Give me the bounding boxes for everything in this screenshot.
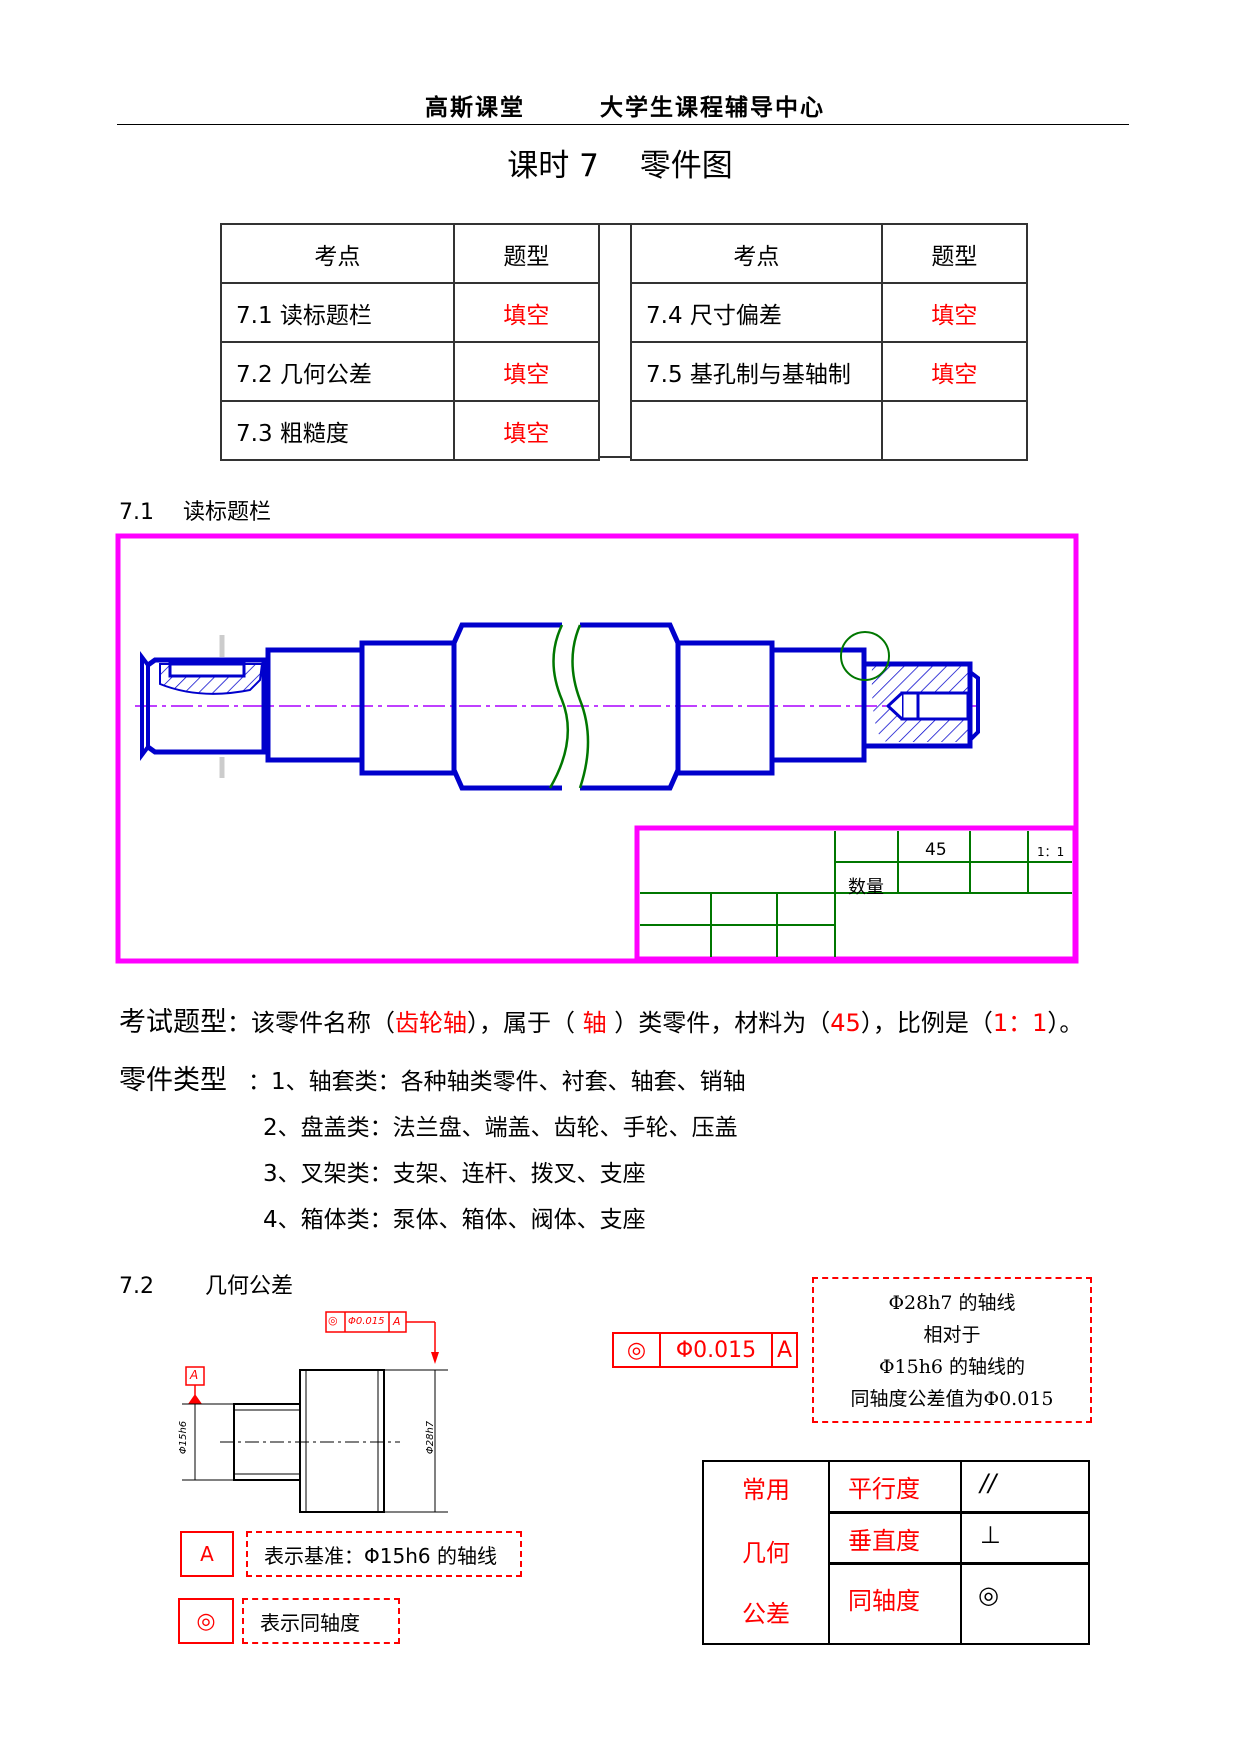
common-gt-table	[702, 1460, 1090, 1645]
keyway	[168, 662, 246, 678]
dim-label-right: Φ28h7	[425, 1420, 437, 1455]
coaxiality-symbol: ◎	[978, 1581, 999, 1609]
topic-cell: 7.4 尺寸偏差	[630, 282, 883, 343]
legend-coaxial-symbol: ◎	[178, 1598, 234, 1644]
gt-side-label: 常用	[742, 1476, 790, 1504]
exam-text: ）。	[1047, 1009, 1084, 1037]
note-box: Φ28h7 的轴线 相对于 Φ15h6 的轴线的 同轴度公差值为Φ0.015	[812, 1277, 1092, 1423]
note-line: Φ28h7 的轴线	[888, 1292, 1016, 1314]
legend-datum-text: 表示基准：Φ15h6 的轴线	[246, 1531, 522, 1577]
answer-material: 45	[830, 1009, 861, 1037]
exam-text: ）类零件，材料为（	[606, 1009, 831, 1037]
gt-name: 垂直度	[848, 1527, 920, 1555]
col-header-topic: 考点	[630, 223, 883, 284]
col-header-topic: 考点	[220, 223, 455, 284]
part-type-item: ：1、轴套类：各种轴类零件、衬套、轴套、销轴	[248, 1069, 746, 1095]
small-fcf-symbol: ◎	[328, 1314, 338, 1327]
break-line	[548, 624, 570, 789]
legend-datum-symbol: A	[180, 1531, 234, 1577]
answer-category: 轴	[582, 1009, 607, 1037]
small-fcf-ref: A	[393, 1315, 401, 1328]
table-divider	[828, 1460, 830, 1645]
type-cell: 填空	[880, 282, 1029, 343]
exam-text: ），比例是（	[860, 1009, 993, 1037]
gt-side-label: 几何	[742, 1539, 790, 1567]
section-71-heading: 7.1 读标题栏	[119, 500, 271, 525]
perpendicularity-symbol: ⊥	[980, 1521, 1001, 1549]
page-title: 课时 7 零件图	[507, 148, 733, 184]
note-line: 同轴度公差值为Φ0.015	[850, 1388, 1054, 1410]
type-cell: 填空	[880, 341, 1029, 402]
title-block-quantity-label: 数量	[848, 877, 884, 898]
col-header-type: 题型	[452, 223, 601, 284]
answer-scale: 1：1	[992, 1009, 1048, 1037]
table-divider	[828, 1562, 1090, 1565]
header-right: 大学生课程辅导中心	[600, 95, 825, 121]
col-header-type: 题型	[880, 223, 1029, 284]
table-divider	[960, 1460, 962, 1645]
dim-label-left: Φ15h6	[178, 1420, 190, 1455]
table-divider	[828, 1511, 1090, 1514]
gt-name: 平行度	[848, 1475, 920, 1503]
note-line: Φ15h6 的轴线的	[878, 1356, 1026, 1378]
part-type-item: 4、箱体类：泵体、箱体、阀体、支座	[263, 1207, 646, 1233]
topic-cell: 7.5 基孔制与基轴制	[630, 341, 883, 402]
title-block-scale: 1：1	[1037, 845, 1065, 859]
topics-table-left: 考点 题型 7.1 读标题栏 填空 7.2 几何公差 填空 7.3 粗糙度 填空	[220, 223, 601, 461]
type-cell: 填空	[452, 341, 601, 402]
title-block	[634, 825, 1078, 962]
small-fcf-value: Φ0.015	[348, 1316, 385, 1327]
fcf-symbol: ◎	[614, 1334, 661, 1366]
section-72-heading: 7.2 几何公差	[119, 1274, 293, 1299]
exam-text: ：该零件名称（	[227, 1009, 395, 1037]
header-left: 高斯课堂	[425, 95, 525, 121]
type-cell: 填空	[452, 282, 601, 343]
legend-coaxial-text: 表示同轴度	[242, 1598, 400, 1644]
feature-control-frame: ◎ Φ0.015 A	[612, 1332, 798, 1368]
header-rule	[117, 124, 1129, 125]
gt-side-label: 公差	[742, 1600, 790, 1628]
topic-cell: 7.2 几何公差	[220, 341, 455, 402]
exam-prefix: 考试题型	[119, 1007, 227, 1038]
part-types-label: 零件类型	[119, 1065, 227, 1096]
table-gap	[599, 223, 631, 458]
exam-text: ），属于（	[467, 1009, 583, 1037]
topic-cell: 7.1 读标题栏	[220, 282, 455, 343]
topics-table-right: 考点 题型 7.4 尺寸偏差 填空 7.5 基孔制与基轴制 填空	[630, 223, 1029, 461]
gt-name: 同轴度	[848, 1587, 920, 1615]
drawing-frame	[115, 533, 1079, 964]
title-block-material: 45	[925, 840, 947, 860]
break-line	[571, 624, 590, 789]
type-cell	[880, 400, 1029, 461]
shaft-segment	[146, 657, 267, 755]
note-line: 相对于	[923, 1324, 981, 1346]
detail-circle	[840, 631, 890, 681]
part-type-item: 2、盘盖类：法兰盘、端盖、齿轮、手轮、压盖	[263, 1115, 738, 1141]
answer-name: 齿轮轴	[395, 1009, 467, 1037]
part-type-item: 3、叉架类：支架、连杆、拨叉、支座	[263, 1161, 646, 1187]
exam-question-line: 考试题型：该零件名称（齿轮轴），属于（ 轴 ）类零件，材料为（45），比例是（1…	[119, 1000, 1083, 1039]
shaft-segment	[861, 661, 973, 749]
small-datum-label: A	[190, 1368, 199, 1382]
type-cell: 填空	[452, 400, 601, 461]
topic-cell: 7.3 粗糙度	[220, 400, 455, 461]
fcf-datum: A	[776, 1337, 793, 1363]
fcf-value: Φ0.015	[661, 1334, 773, 1366]
topic-cell	[630, 400, 883, 461]
parallelism-symbol: //	[980, 1469, 997, 1497]
